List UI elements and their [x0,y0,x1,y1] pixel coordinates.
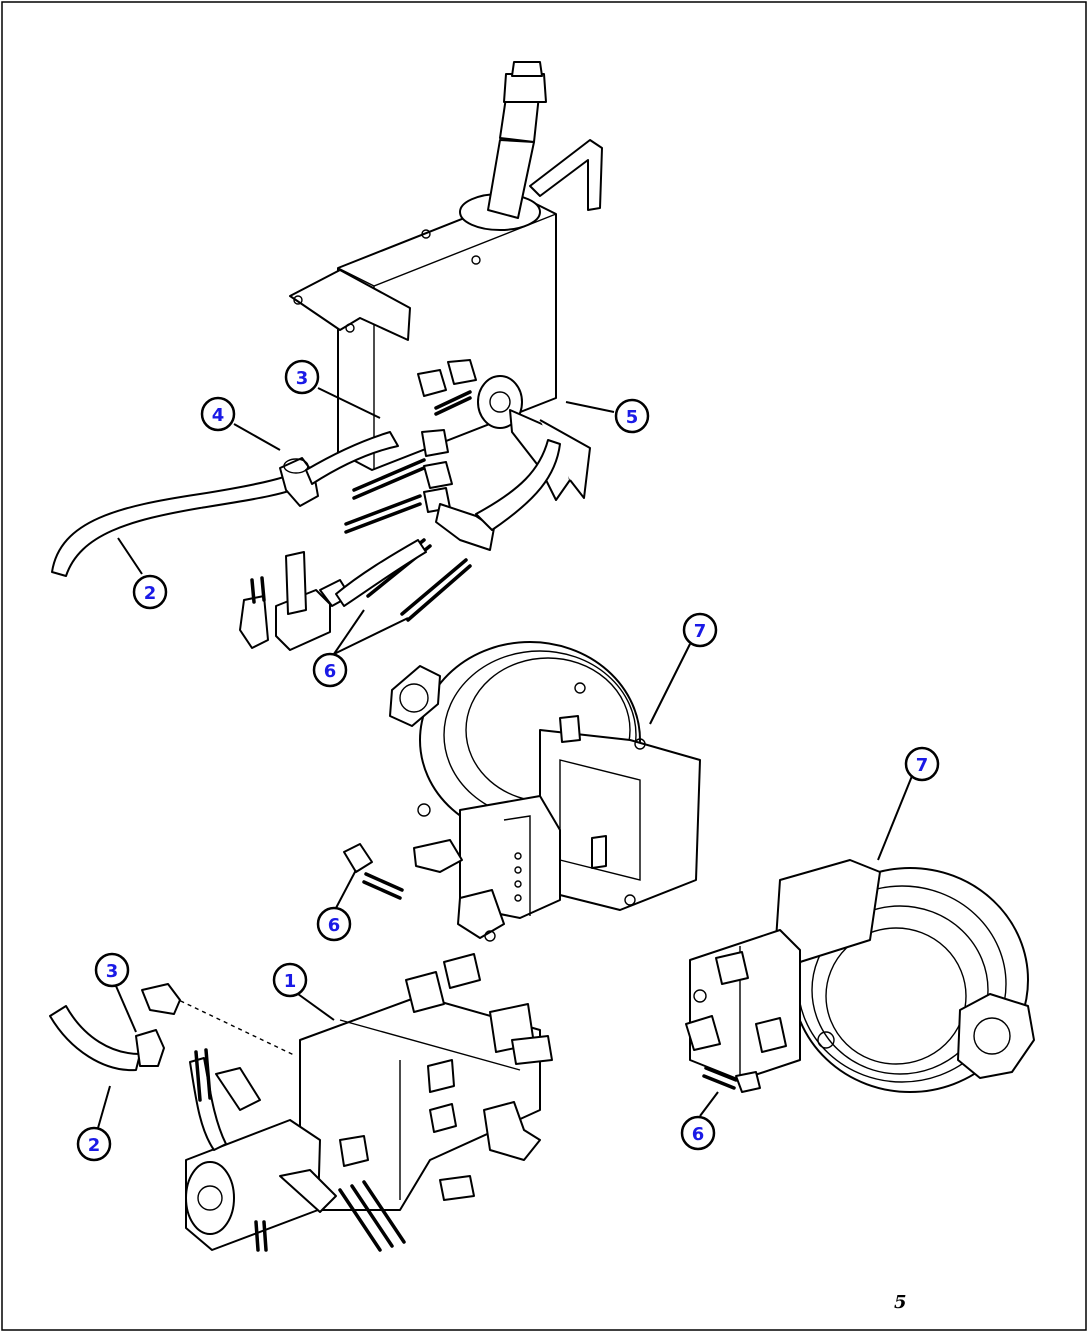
callout-1: 1 [272,962,308,998]
fitting-6-right [702,1066,761,1093]
drive-motor-upper [389,641,701,942]
callout-7-left: 7 [682,612,718,648]
sheet-mark: 5 [894,1292,907,1313]
callout-3-top: 3 [284,359,320,395]
callout-label: 6 [692,1124,705,1145]
hydraulic-pump [165,953,553,1252]
upper-hose-assembly [51,429,561,651]
callout-label: 7 [694,621,707,642]
callout-label: 6 [324,661,337,682]
callout-4: 4 [200,396,236,432]
callout-label: 1 [284,971,297,992]
leader-lines [97,387,913,1129]
callout-6-mid: 6 [316,906,352,942]
callout-label: 7 [916,755,929,776]
callout-6-top: 6 [312,652,348,688]
drive-motor-right [685,859,1035,1093]
callout-label: 3 [296,368,309,389]
lower-hose-assembly [49,983,181,1072]
callout-label: 2 [144,583,157,604]
callout-3-bottom: 3 [94,952,130,988]
callout-label: 5 [626,407,639,428]
hydraulic-tank [289,61,603,501]
callout-5: 5 [614,398,650,434]
fitting-6-middle [343,843,404,900]
callout-label: 6 [328,915,341,936]
callout-6-right: 6 [680,1115,716,1151]
callout-7-right: 7 [904,746,940,782]
callout-label: 2 [88,1135,101,1156]
callout-label: 3 [106,961,119,982]
callout-label: 4 [212,405,225,426]
callout-2-top: 2 [132,574,168,610]
callout-2-bottom: 2 [76,1126,112,1162]
